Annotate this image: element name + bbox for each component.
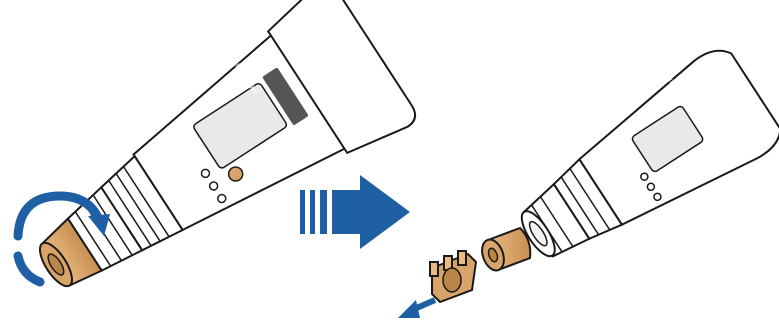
- pull-out-arrow-icon: [398, 300, 435, 318]
- disassembled-module: [497, 42, 779, 287]
- direction-arrow-icon: [300, 175, 410, 249]
- seal-insert: [478, 228, 530, 273]
- assembled-module: [0, 0, 420, 327]
- retaining-claw: [430, 251, 476, 302]
